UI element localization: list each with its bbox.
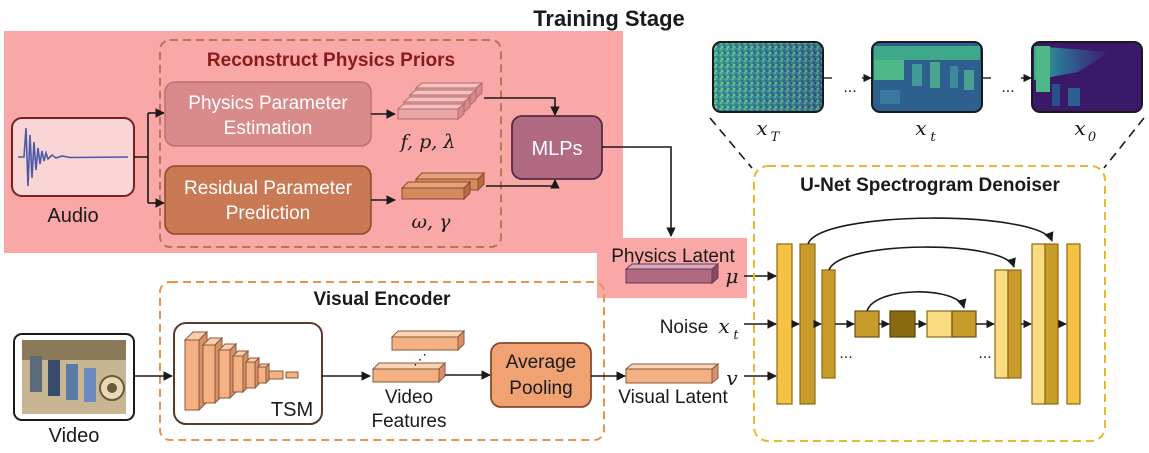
mlps-label: MLPs [531,138,582,160]
noise-symbol-subscript: t [733,328,739,343]
unet-ellipsis-left: ... [839,345,852,362]
estimation-label-line1: Physics Parameter [188,93,348,114]
tsm-label: TSM [271,399,313,421]
zoom-line-left [709,117,753,169]
unet-ellipsis-right: ... [978,345,991,362]
residual-label-line2: Prediction [226,203,311,224]
unet-title: U-Net Spectrogram Denoiser [800,175,1060,196]
unet-architecture [776,217,1081,405]
arrow-params-to-mlps-top [484,97,560,116]
visual-latent-tensor [624,362,720,385]
physics-latent-label: Physics Latent [611,246,735,267]
spectrogram-label-xt: x [915,116,926,140]
noise-symbol: x [718,314,729,338]
residual-output-symbols: ω, γ [412,211,452,233]
estimation-label-line2: Estimation [224,118,313,139]
video-label: Video [49,425,100,447]
visual-latent-symbol: v [726,366,738,390]
physics-latent-tensor [624,262,720,285]
average-pooling-box [490,342,592,408]
spectrogram-label-xt-sub: t [930,130,936,145]
unet-dashed-frame [753,165,1106,442]
audio-label: Audio [47,205,98,227]
average-pooling-label-line1: Average [506,352,576,373]
average-pooling-label-line2: Pooling [509,378,572,399]
zoom-line-right [1103,117,1145,169]
spectrogram-label-x0: x [1074,116,1085,140]
arrow-mlps-to-physics-latent [602,146,676,237]
video-thumbnail-image [13,333,135,421]
spectrogram-label-xT: x [756,116,767,140]
video-features-label-line2: Features [372,411,447,432]
spectrogram-noisy-xT [712,41,824,113]
estimation-output-symbols: f, p, λ [399,131,456,153]
physics-priors-dashed-frame [159,39,502,248]
spectrogram-clean-x0 [1031,41,1143,113]
spectrogram-label-xT-sub: T [771,130,781,145]
spectrogram-partial-xt [871,41,983,113]
physics-parameter-tensor-stack [396,81,484,121]
visual-encoder-title: Visual Encoder [314,289,452,310]
residual-parameter-tensor-stack [400,171,486,201]
spectrogram-ellipsis-1: ... [843,79,856,96]
visual-latent-label: Visual Latent [618,387,728,408]
video-features-tensors [371,329,466,384]
audio-branch-line [134,113,149,203]
video-features-label-line1: Video [385,387,433,408]
arrow-params-to-mlps-bottom [486,179,560,189]
audio-waveform-icon [18,127,129,187]
physics-priors-title: Reconstruct Physics Priors [207,50,455,71]
spectrogram-label-x0-sub: 0 [1088,130,1096,145]
tsm-network-layers [183,330,299,412]
diagram-title: Training Stage [533,6,685,31]
visual-encoder-dashed-frame [159,281,605,441]
physics-latent-symbol: μ [726,264,739,288]
features-ellipsis: ⋰ [413,351,427,367]
noise-label: Noise [660,317,709,338]
spectrogram-ellipsis-2: ... [1001,79,1014,96]
residual-label-line1: Residual Parameter [184,178,353,199]
